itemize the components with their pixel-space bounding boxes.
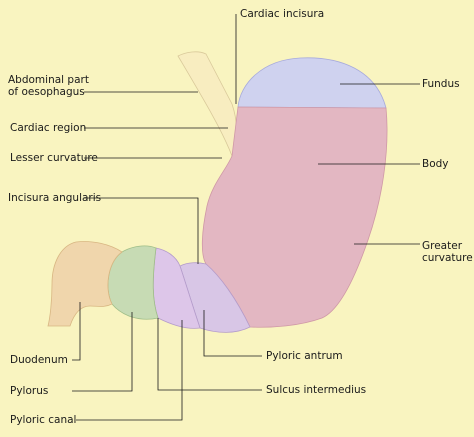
duodenum-shape xyxy=(47,241,123,327)
leader-incisura-angularis xyxy=(84,197,199,264)
label-abdominal-oesophagus-line1: Abdominal part xyxy=(8,74,89,86)
fundus-shape xyxy=(237,57,387,109)
leader-lines xyxy=(72,14,420,421)
label-greater-curvature-line1: Greater xyxy=(422,240,463,252)
label-pyloric-antrum: Pyloric antrum xyxy=(266,350,343,362)
label-pylorus: Pylorus xyxy=(10,385,49,397)
label-duodenum: Duodenum xyxy=(10,354,68,366)
leader-duodenum xyxy=(72,302,81,361)
label-pyloric-canal: Pyloric canal xyxy=(10,414,77,426)
label-cardiac-incisura: Cardiac incisura xyxy=(240,8,325,20)
body-shape xyxy=(201,106,388,328)
label-fundus: Fundus xyxy=(422,78,460,90)
label-cardiac-region: Cardiac region xyxy=(10,122,87,134)
leader-pylorus xyxy=(72,312,133,392)
leader-pyloric-antrum xyxy=(203,310,262,357)
leader-sulcus-intermedius xyxy=(157,318,262,391)
label-sulcus-intermedius: Sulcus intermedius xyxy=(266,384,367,396)
label-greater-curvature-line2: curvature xyxy=(422,252,473,264)
label-incisura-angularis: Incisura angularis xyxy=(8,192,102,204)
label-lesser-curvature: Lesser curvature xyxy=(10,152,98,164)
label-abdominal-oesophagus-line2: of oesophagus xyxy=(8,86,85,98)
label-body: Body xyxy=(422,158,449,170)
leader-pyloric-canal xyxy=(76,320,183,421)
